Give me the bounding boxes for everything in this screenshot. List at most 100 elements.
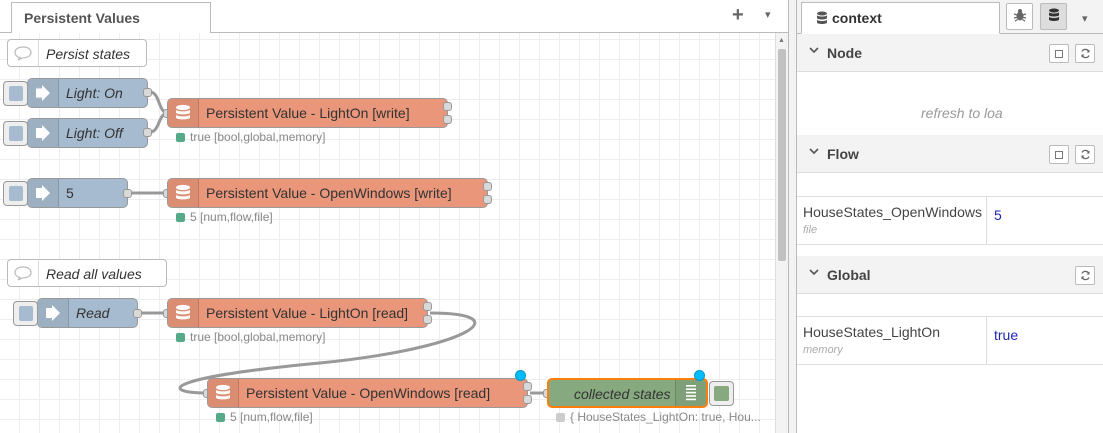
tab-label: Persistent Values bbox=[24, 10, 140, 26]
inject-button-five[interactable] bbox=[3, 181, 28, 206]
persistent-value-lighton-write-node[interactable]: Persistent Value - LightOn [write] bbox=[167, 98, 448, 128]
debug-node-collected-states[interactable]: collected states bbox=[547, 378, 708, 408]
output-port[interactable] bbox=[143, 88, 152, 97]
database-icon bbox=[1048, 8, 1060, 25]
pin-flow-button[interactable] bbox=[1049, 145, 1069, 164]
workspace-tab-bar: Persistent Values + ▾ bbox=[0, 0, 788, 34]
scroll-up-arrow-icon[interactable]: ▲ bbox=[778, 37, 785, 44]
wires bbox=[130, 90, 548, 395]
inject-node-light-on[interactable]: Light: On bbox=[27, 78, 148, 108]
arrow-in-icon bbox=[28, 79, 59, 107]
node-status: 5 [num,flow,file] bbox=[176, 210, 273, 224]
bug-icon bbox=[1013, 8, 1027, 25]
output-port[interactable] bbox=[423, 302, 432, 311]
inject-node-light-off[interactable]: Light: Off bbox=[27, 118, 148, 148]
section-title: Global bbox=[827, 267, 871, 283]
node-label: Persistent Value - OpenWindows [write] bbox=[206, 185, 452, 201]
comment-persist-states[interactable]: Persist states bbox=[7, 39, 147, 67]
inject-button-light-off[interactable] bbox=[3, 121, 28, 146]
tab-label: context bbox=[832, 10, 882, 26]
inject-node-read[interactable]: Read bbox=[37, 298, 138, 328]
context-tab-button[interactable] bbox=[1040, 3, 1067, 30]
node-label: Light: On bbox=[66, 85, 123, 101]
chevron-down-icon bbox=[809, 44, 819, 58]
status-dot bbox=[556, 413, 565, 422]
status-dot bbox=[216, 413, 225, 422]
sidebar-menu-icon[interactable]: ▾ bbox=[1082, 13, 1088, 25]
flow-list-menu-icon[interactable]: ▾ bbox=[765, 9, 771, 21]
changed-marker-icon bbox=[515, 370, 526, 381]
inject-button-read[interactable] bbox=[13, 301, 38, 326]
inject-node-five[interactable]: 5 bbox=[27, 178, 128, 208]
refresh-icon bbox=[1080, 147, 1091, 163]
context-row-global[interactable]: HouseStates_LightOn memory true bbox=[797, 316, 1103, 365]
comment-label: Read all values bbox=[46, 266, 142, 282]
output-port[interactable] bbox=[123, 189, 132, 198]
refresh-node-button[interactable] bbox=[1075, 44, 1095, 63]
inject-button-fill bbox=[9, 126, 23, 141]
section-header-node[interactable]: Node bbox=[797, 34, 1103, 72]
context-store: memory bbox=[803, 344, 843, 356]
comment-read-all-values[interactable]: Read all values bbox=[7, 259, 167, 287]
output-port[interactable] bbox=[443, 102, 452, 111]
database-icon bbox=[208, 379, 239, 407]
comment-icon bbox=[8, 260, 39, 286]
inject-button-fill bbox=[9, 86, 23, 101]
refresh-global-button[interactable] bbox=[1075, 266, 1095, 285]
persistent-value-openwindows-write-node[interactable]: Persistent Value - OpenWindows [write] bbox=[167, 178, 488, 208]
comment-icon bbox=[8, 40, 39, 66]
flow-canvas[interactable]: Persist states Read all values Light: On… bbox=[0, 33, 775, 433]
section-title: Flow bbox=[827, 146, 859, 162]
node-label: Read bbox=[76, 305, 110, 321]
comment-label: Persist states bbox=[46, 46, 131, 62]
sidebar-resize-handle[interactable] bbox=[788, 0, 797, 433]
output-port[interactable] bbox=[133, 309, 142, 318]
node-status-text: 5 [num,flow,file] bbox=[230, 410, 313, 424]
node-status: { HouseStates_LightOn: true, Hou... bbox=[556, 410, 761, 424]
database-icon bbox=[168, 99, 199, 127]
output-port[interactable] bbox=[523, 382, 532, 391]
database-icon bbox=[168, 179, 199, 207]
section-header-global[interactable]: Global bbox=[797, 256, 1103, 294]
scrollbar-thumb[interactable] bbox=[778, 49, 786, 261]
refresh-to-load-note: refresh to load bbox=[921, 105, 1003, 121]
arrow-in-icon bbox=[38, 299, 69, 327]
context-row-flow[interactable]: HouseStates_OpenWindows file 5 bbox=[797, 196, 1103, 245]
column-divider bbox=[986, 317, 987, 364]
output-port[interactable] bbox=[143, 128, 152, 137]
pin-node-button[interactable] bbox=[1049, 44, 1069, 63]
persistent-value-lighton-read-node[interactable]: Persistent Value - LightOn [read] bbox=[167, 298, 428, 328]
refresh-flow-button[interactable] bbox=[1075, 145, 1095, 164]
context-value[interactable]: 5 bbox=[994, 207, 1002, 223]
tab-context[interactable]: context bbox=[801, 2, 1000, 34]
context-value[interactable]: true bbox=[994, 327, 1019, 343]
node-status-text: true [bool,global,memory] bbox=[190, 130, 326, 144]
database-icon bbox=[168, 299, 199, 327]
inject-button-light-on[interactable] bbox=[3, 81, 28, 106]
persistent-value-openwindows-read-node[interactable]: Persistent Value - OpenWindows [read] bbox=[207, 378, 528, 408]
sidebar-tab-bar: context ▾ bbox=[797, 0, 1103, 34]
debug-toggle-fill bbox=[714, 386, 729, 401]
node-label: collected states bbox=[574, 386, 671, 402]
debug-tab-button[interactable] bbox=[1006, 3, 1033, 30]
status-dot bbox=[176, 333, 185, 342]
output-port[interactable] bbox=[523, 395, 532, 404]
refresh-icon bbox=[1080, 46, 1091, 62]
canvas-scrollbar[interactable]: ▲ bbox=[775, 33, 788, 433]
output-port[interactable] bbox=[483, 182, 492, 191]
column-divider bbox=[986, 197, 987, 244]
sidebar: context ▾ Node refresh to load Flow bbox=[797, 0, 1103, 433]
tab-persistent-values[interactable]: Persistent Values bbox=[11, 2, 211, 34]
node-status: true [bool,global,memory] bbox=[176, 130, 325, 144]
output-port[interactable] bbox=[423, 315, 432, 324]
section-header-flow[interactable]: Flow bbox=[797, 135, 1103, 173]
node-status-text: 5 [num,flow,file] bbox=[190, 210, 273, 224]
output-port[interactable] bbox=[483, 195, 492, 204]
output-port[interactable] bbox=[443, 115, 452, 124]
add-flow-button[interactable]: + bbox=[732, 4, 744, 26]
node-status-text: { HouseStates_LightOn: true, Hou... bbox=[570, 410, 761, 424]
workspace: Persistent Values + ▾ Persist states bbox=[0, 0, 788, 433]
debug-list-icon bbox=[675, 380, 706, 406]
chevron-down-icon bbox=[809, 145, 819, 159]
debug-toggle-button[interactable] bbox=[709, 381, 734, 406]
